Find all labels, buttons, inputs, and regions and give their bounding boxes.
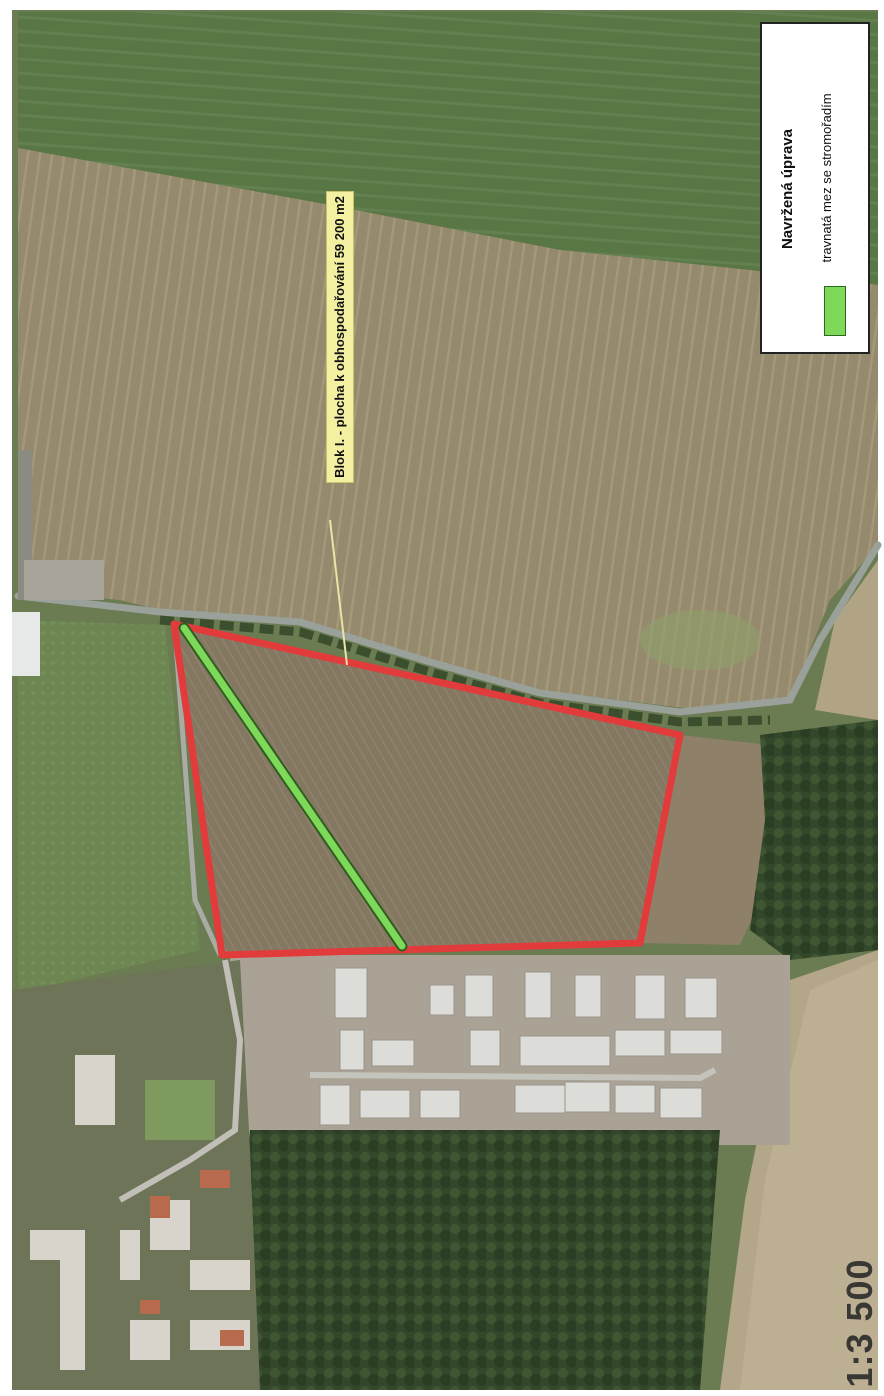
callout-label: Blok I. - plocha k obhospodařování 59 20… bbox=[326, 191, 354, 483]
parcel-area bbox=[174, 624, 680, 955]
town-meadow bbox=[145, 1080, 215, 1140]
legend: Navržená úprava travnatá mez se stromořa… bbox=[760, 22, 870, 354]
left-meadow bbox=[18, 620, 200, 990]
legend-title: Navržená úprava bbox=[779, 128, 796, 250]
town-roofs bbox=[140, 1170, 244, 1346]
tree-row-fill bbox=[180, 624, 406, 950]
right-field-lower-inner bbox=[740, 960, 878, 1390]
scale-label: 1:3 500 bbox=[839, 1258, 880, 1388]
field-road bbox=[14, 541, 882, 716]
town-road bbox=[118, 959, 244, 1203]
road-tree-line bbox=[159, 615, 771, 727]
legend-item-label: travnatá mez se stromořadím bbox=[819, 93, 834, 263]
residential-street bbox=[309, 1067, 717, 1082]
right-field-upper bbox=[815, 560, 878, 720]
west-road bbox=[172, 629, 223, 957]
callout-text: Blok I. - plocha k obhospodařování 59 20… bbox=[332, 196, 347, 478]
parcel-outline bbox=[170, 620, 684, 959]
large-bare-field bbox=[18, 148, 878, 710]
green-crop-field bbox=[18, 12, 878, 285]
legend-swatch-grass-tree-row bbox=[824, 286, 846, 336]
east-forest bbox=[750, 720, 878, 960]
house-blocks bbox=[319, 967, 723, 1126]
callout-leader bbox=[329, 519, 348, 666]
field-patch bbox=[640, 610, 760, 670]
south-forest bbox=[240, 1130, 720, 1390]
left-building bbox=[12, 612, 40, 676]
left-yard bbox=[24, 560, 104, 600]
